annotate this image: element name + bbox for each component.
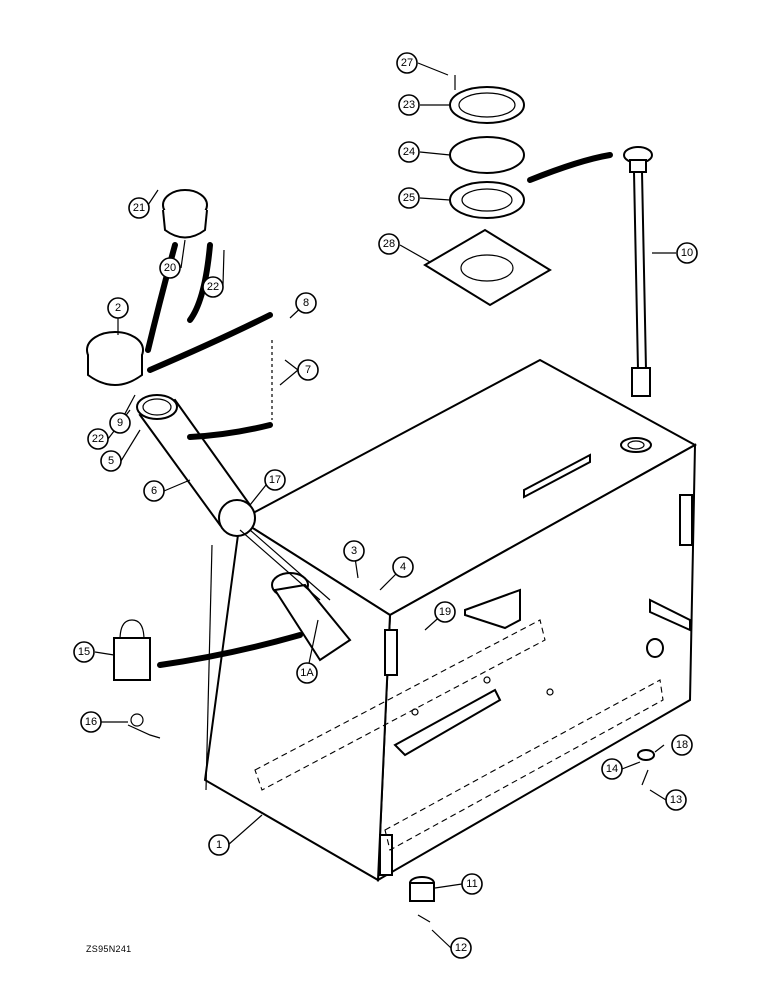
callout-1: 1 xyxy=(208,834,230,856)
callout-16: 16 xyxy=(80,711,102,733)
fuel-cap-lower xyxy=(86,331,144,386)
callout-28: 28 xyxy=(378,233,400,255)
callout-5: 5 xyxy=(100,450,122,472)
cover-plates xyxy=(423,86,552,307)
svg-text:22: 22 xyxy=(207,281,219,293)
svg-text:21: 21 xyxy=(133,202,145,214)
svg-text:23: 23 xyxy=(403,99,415,111)
padlock xyxy=(113,619,151,681)
callout-21: 21 xyxy=(128,197,150,219)
svg-text:2: 2 xyxy=(115,302,121,314)
callout-18: 18 xyxy=(671,734,693,756)
svg-text:18: 18 xyxy=(676,739,688,751)
callout-13: 13 xyxy=(665,789,687,811)
svg-text:5: 5 xyxy=(108,455,114,467)
callout-14: 14 xyxy=(601,758,623,780)
callout-12: 12 xyxy=(450,937,472,959)
callout-17: 17 xyxy=(264,469,286,491)
callout-24: 23 xyxy=(398,94,420,116)
filler-neck xyxy=(136,394,352,662)
bolts xyxy=(454,75,655,786)
fuel-cap-upper xyxy=(162,189,208,239)
svg-text:7: 7 xyxy=(305,364,311,376)
svg-text:12: 12 xyxy=(455,942,467,954)
svg-text:14: 14 xyxy=(606,763,618,775)
callout-19: 19 xyxy=(434,601,456,623)
svg-text:28: 28 xyxy=(383,238,395,250)
svg-text:22: 22 xyxy=(92,433,104,445)
callout-6: 6 xyxy=(143,480,165,502)
svg-text:1: 1 xyxy=(216,839,222,851)
callout-11: 11 xyxy=(461,873,483,895)
svg-text:10: 10 xyxy=(681,247,693,259)
svg-text:19: 19 xyxy=(439,606,451,618)
callout-2: 2 xyxy=(107,297,129,319)
fuel-gauge-sender xyxy=(623,146,653,397)
callout-8: 8 xyxy=(295,292,317,314)
callout-7: 7 xyxy=(297,359,319,381)
svg-text:4: 4 xyxy=(400,561,406,573)
drain-plug xyxy=(409,876,435,923)
callout-22: 22 xyxy=(202,276,224,298)
chain-key xyxy=(127,713,161,739)
svg-text:3: 3 xyxy=(351,545,357,557)
svg-text:16: 16 xyxy=(85,716,97,728)
callout-20: 20 xyxy=(159,257,181,279)
svg-text:27: 27 xyxy=(401,57,413,69)
callout-27: 27 xyxy=(396,52,418,74)
svg-text:20: 20 xyxy=(164,262,176,274)
callout-26: 25 xyxy=(398,187,420,209)
callout-3: 3 xyxy=(343,540,365,562)
svg-text:8: 8 xyxy=(303,297,309,309)
callout-4: 4 xyxy=(392,556,414,578)
svg-text:11: 11 xyxy=(466,878,477,890)
drawing-code: ZS95N241 xyxy=(86,944,132,954)
svg-text:25: 25 xyxy=(403,192,415,204)
svg-text:9: 9 xyxy=(117,417,123,429)
svg-text:15: 15 xyxy=(78,646,90,658)
callout-15: 15 xyxy=(73,641,95,663)
svg-text:17: 17 xyxy=(269,474,281,486)
callout-23: 22 xyxy=(87,428,109,450)
callout-1a: 1A xyxy=(296,662,318,684)
svg-text:24: 24 xyxy=(403,146,415,158)
callout-25: 24 xyxy=(398,141,420,163)
callout-9: 9 xyxy=(109,412,131,434)
callout-10: 10 xyxy=(676,242,698,264)
svg-text:1A: 1A xyxy=(300,667,314,679)
svg-text:6: 6 xyxy=(151,485,157,497)
svg-text:13: 13 xyxy=(670,794,682,806)
